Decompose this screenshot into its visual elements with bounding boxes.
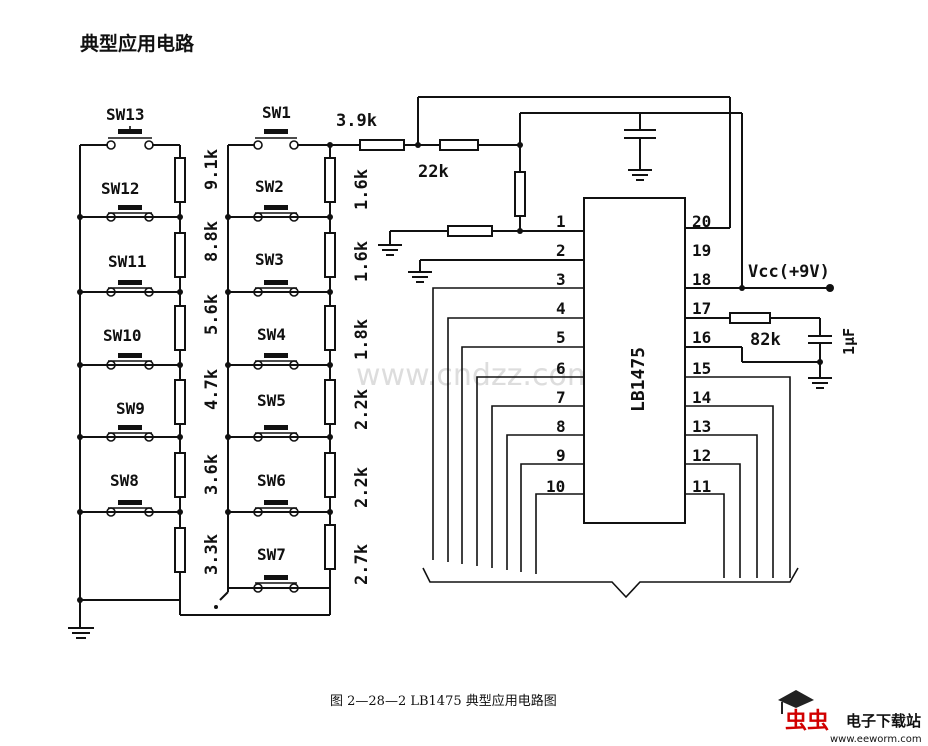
left-resistor-values: 9.1k 8.8k 5.6k 4.7k 3.6k 3.3k [202, 149, 222, 575]
r-bias-label: 22k [418, 162, 449, 182]
pin-label: 3 [556, 270, 566, 289]
ic-right-pins: 20 19 18 17 16 15 14 13 12 11 [692, 212, 711, 496]
resistor-value: 2.2k [352, 389, 372, 430]
pin-label: 17 [692, 299, 711, 318]
left-ladder [68, 144, 181, 639]
logo-brand: 虫虫 [785, 708, 829, 734]
pin-label: 5 [556, 328, 566, 347]
ic-left-pins: 1 2 3 4 5 6 7 8 9 10 [546, 212, 566, 496]
right-switch-sw4: SW4 [253, 325, 299, 370]
switch-label-sw11: SW11 [108, 252, 147, 271]
watermark: www.cndzz.com [356, 358, 596, 393]
right-switch-sw3: SW3 [253, 250, 299, 297]
ic-name: LB1475 [628, 347, 649, 412]
right-ladder [179, 142, 333, 616]
resistor-value: 9.1k [202, 149, 222, 190]
graduation-cap-icon [778, 690, 814, 708]
left-switch-sw12: SW12 [101, 179, 154, 222]
pin-label: 11 [692, 477, 711, 496]
resistor-value: 3.6k [202, 454, 222, 495]
left-switch-sw10: SW10 [103, 326, 154, 370]
resistor-value: 2.2k [352, 467, 372, 508]
bias-network: 3.9k 22k [330, 96, 743, 288]
pin-label: 13 [692, 417, 711, 436]
switch-label-sw8: SW8 [110, 471, 139, 490]
switch-label-sw6: SW6 [257, 471, 286, 490]
vcc-label: Vcc(+9V) [748, 262, 830, 282]
switch-label-sw12: SW12 [101, 179, 140, 198]
cap-label: 1μF [840, 328, 858, 355]
switch-label-sw13: SW13 [106, 105, 145, 124]
pin-label: 1 [556, 212, 566, 231]
switch-label-sw5: SW5 [257, 391, 286, 410]
figure-caption: 图 2—28—2 LB1475 典型应用电路图 [330, 693, 557, 709]
resistor-value: 2.7k [352, 544, 372, 585]
pin-label: 9 [556, 446, 566, 465]
left-bus [422, 287, 799, 599]
pin-label: 8 [556, 417, 566, 436]
switch-label-sw9: SW9 [116, 399, 145, 418]
right-resistors [324, 157, 336, 570]
switch-label-sw2: SW2 [255, 177, 284, 196]
switch-label-sw3: SW3 [255, 250, 284, 269]
pin-label: 7 [556, 388, 566, 407]
right-switch-sw6: SW6 [253, 471, 299, 517]
switch-label-sw10: SW10 [103, 326, 142, 345]
page-title: 典型应用电路 [80, 32, 195, 55]
pin-label: 19 [692, 241, 711, 260]
ic-lb1475: LB1475 [583, 197, 686, 524]
switch-label-sw1: SW1 [262, 103, 291, 122]
pin-label: 4 [556, 299, 566, 318]
r-series-label: 3.9k [336, 111, 377, 131]
left-switch-sw9: SW9 [106, 399, 154, 442]
resistor-value: 1.6k [352, 169, 372, 210]
pin-label: 12 [692, 446, 711, 465]
pin-label: 16 [692, 328, 711, 347]
right-bus [686, 376, 791, 578]
resistor-value: 1.8k [352, 319, 372, 360]
pin-label: 10 [546, 477, 565, 496]
pin-label: 18 [692, 270, 711, 289]
right-switch-sw1: SW1 [253, 103, 299, 150]
right-resistor-values: 1.6k 1.6k 1.8k 2.2k 2.2k 2.7k [352, 169, 372, 585]
right-switch-sw2: SW2 [253, 177, 299, 222]
logo-url: www.eeworm.com [830, 734, 922, 745]
resistor-value: 5.6k [202, 294, 222, 335]
resistor-value: 4.7k [202, 369, 222, 410]
r-pin17-label: 82k [750, 330, 781, 350]
pin-label: 14 [692, 388, 711, 407]
resistor-value: 8.8k [202, 221, 222, 262]
left-switch-sw13: SW13 [106, 105, 154, 150]
switch-label-sw4: SW4 [257, 325, 286, 344]
site-logo: 虫虫 电子下载站 www.eeworm.com [778, 690, 922, 745]
vcc-network: Vcc(+9V) 82k 1μF [686, 262, 858, 389]
resistor-value: 3.3k [202, 534, 222, 575]
right-switch-sw7: SW7 [253, 545, 299, 593]
left-resistors [77, 157, 186, 603]
left-switch-sw8: SW8 [106, 471, 154, 517]
switch-label-sw7: SW7 [257, 545, 286, 564]
resistor-value: 1.6k [352, 241, 372, 282]
pin-label: 20 [692, 212, 711, 231]
pin-label: 15 [692, 359, 711, 378]
logo-name: 电子下载站 [846, 712, 921, 730]
right-switch-sw5: SW5 [253, 391, 299, 442]
pin-label: 6 [556, 359, 566, 378]
pin-label: 2 [556, 241, 566, 260]
left-switch-sw11: SW11 [106, 252, 154, 297]
